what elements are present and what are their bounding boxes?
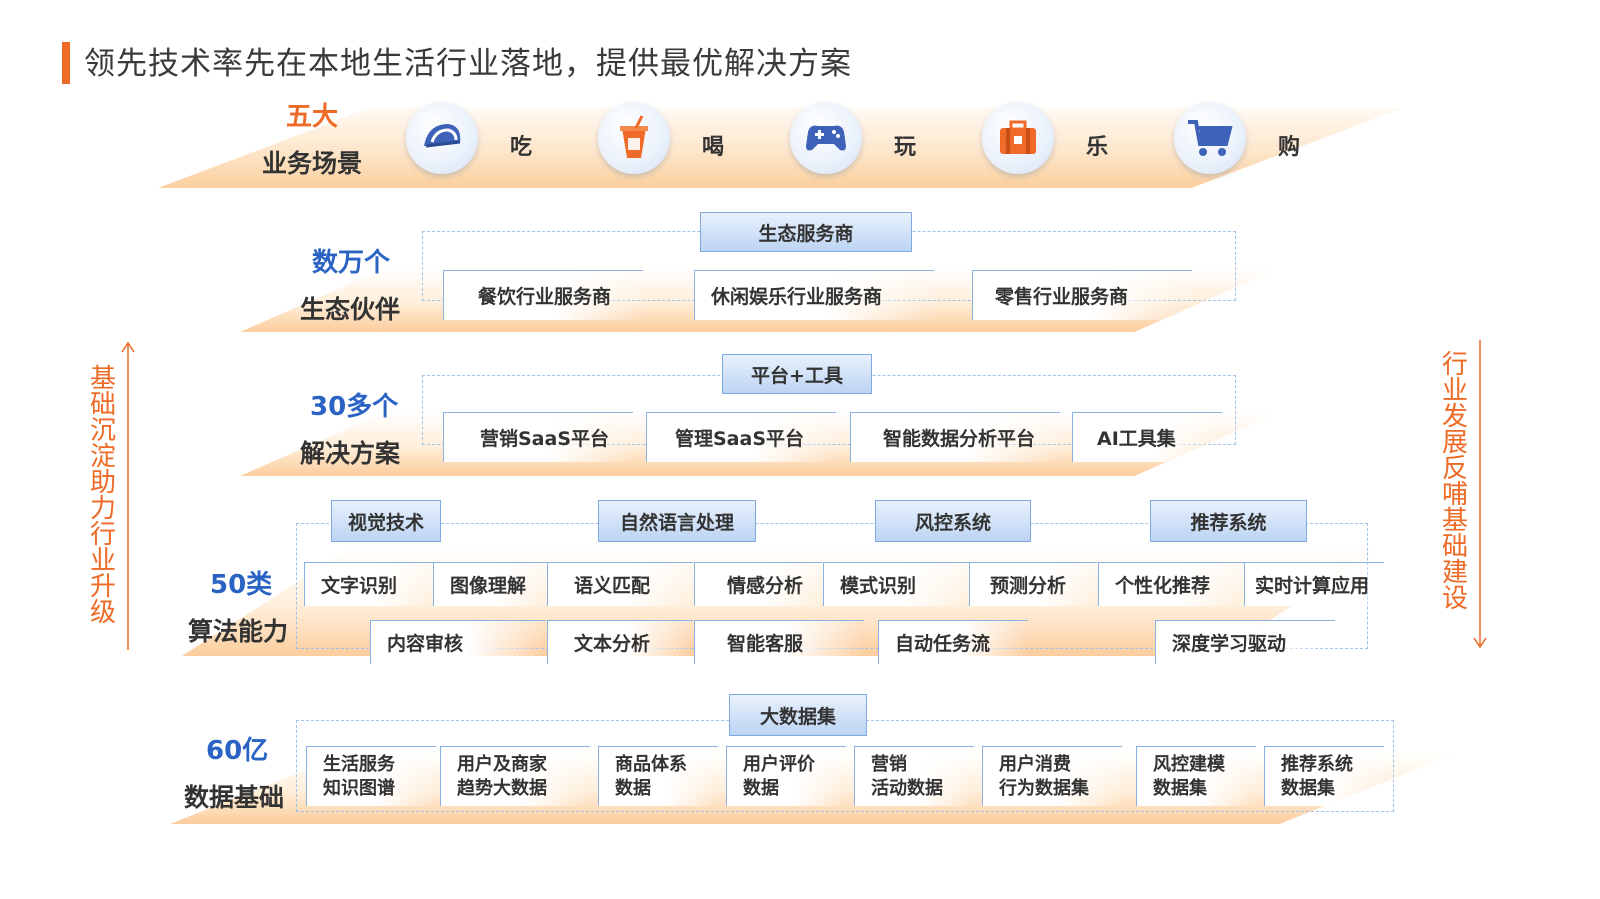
algorithms-count: 50类 [210,570,273,600]
algo-header-recommend: 推荐系统 [1150,500,1307,542]
algo-header-nlp: 自然语言处理 [598,500,756,542]
algo-box: 个性化推荐 [1098,562,1244,606]
solution-box-management-saas: 管理SaaS平台 [646,412,836,462]
algo-header-risk: 风控系统 [875,500,1031,542]
algo-box: 文本分析 [547,620,693,664]
algo-header-vision: 视觉技术 [331,500,441,542]
gamepad-icon [806,125,846,151]
algo-box: 内容审核 [370,620,546,664]
solution-box-marketing-saas: 营销SaaS平台 [443,412,633,462]
solutions-header: 平台+工具 [722,354,872,394]
data-box: 风控建模数据集 [1136,746,1256,806]
scene-eat [406,102,478,174]
algo-box: 实时计算应用 [1244,562,1384,606]
drink-cup-icon [620,115,648,158]
algo-box: 预测分析 [969,562,1097,606]
partners-header: 生态服务商 [700,212,912,252]
algo-box: 智能客服 [694,620,864,664]
data-header: 大数据集 [729,694,867,736]
solutions-count: 30多个 [310,392,399,422]
algo-box: 语义匹配 [547,562,693,606]
partners-label: 生态伙伴 [300,295,401,324]
scene-buy-label: 购 [1278,135,1301,160]
data-box: 用户及商家趋势大数据 [440,746,590,806]
scene-drink-label: 喝 [702,135,725,160]
scene-shop [1174,102,1246,174]
data-count: 60亿 [206,736,269,766]
scenes-label: 业务场景 [262,149,363,178]
scene-leisure [982,102,1054,174]
algorithms-label: 算法能力 [188,617,289,646]
partners-count: 数万个 [312,248,391,278]
shopping-cart-icon [1188,120,1233,156]
scenes-count: 五大 [286,102,339,132]
algo-box: 情感分析 [694,562,822,606]
algo-box: 图像理解 [433,562,547,606]
suitcase-icon [1000,120,1036,154]
partner-box-retail: 零售行业服务商 [972,270,1192,320]
title-accent-bar [62,42,70,84]
algo-box: 模式识别 [823,562,969,606]
data-box: 用户消费行为数据集 [982,746,1122,806]
data-label: 数据基础 [184,783,285,812]
algo-box: 深度学习驱动 [1155,620,1335,664]
algo-box: 文字识别 [304,562,434,606]
partner-box-catering: 餐饮行业服务商 [443,270,643,320]
right-side-label: 行业发展反哺基础建设 [1441,350,1468,614]
data-box: 营销活动数据 [854,746,974,806]
page-title: 领先技术率先在本地生活行业落地，提供最优解决方案 [84,46,852,82]
solution-box-data-analytics: 智能数据分析平台 [850,412,1060,462]
left-side-label: 基础沉淀助力行业升级 [89,364,116,628]
data-box: 推荐系统数据集 [1264,746,1384,806]
solutions-label: 解决方案 [300,439,401,468]
up-arrow-icon [121,341,135,650]
scene-joy-label: 乐 [1086,135,1109,160]
scene-eat-label: 吃 [510,135,533,160]
algo-box: 自动任务流 [878,620,1028,664]
data-box: 用户评价数据 [726,746,846,806]
partner-box-leisure: 休闲娱乐行业服务商 [694,270,934,320]
scene-play [790,102,862,174]
scene-drink [598,102,670,174]
solution-box-ai-tools: AI工具集 [1072,412,1222,462]
scene-fun-label: 玩 [894,135,917,160]
data-box: 生活服务知识图谱 [306,746,436,806]
data-box: 商品体系数据 [598,746,718,806]
taco-icon [424,124,461,148]
down-arrow-icon [1473,340,1487,649]
